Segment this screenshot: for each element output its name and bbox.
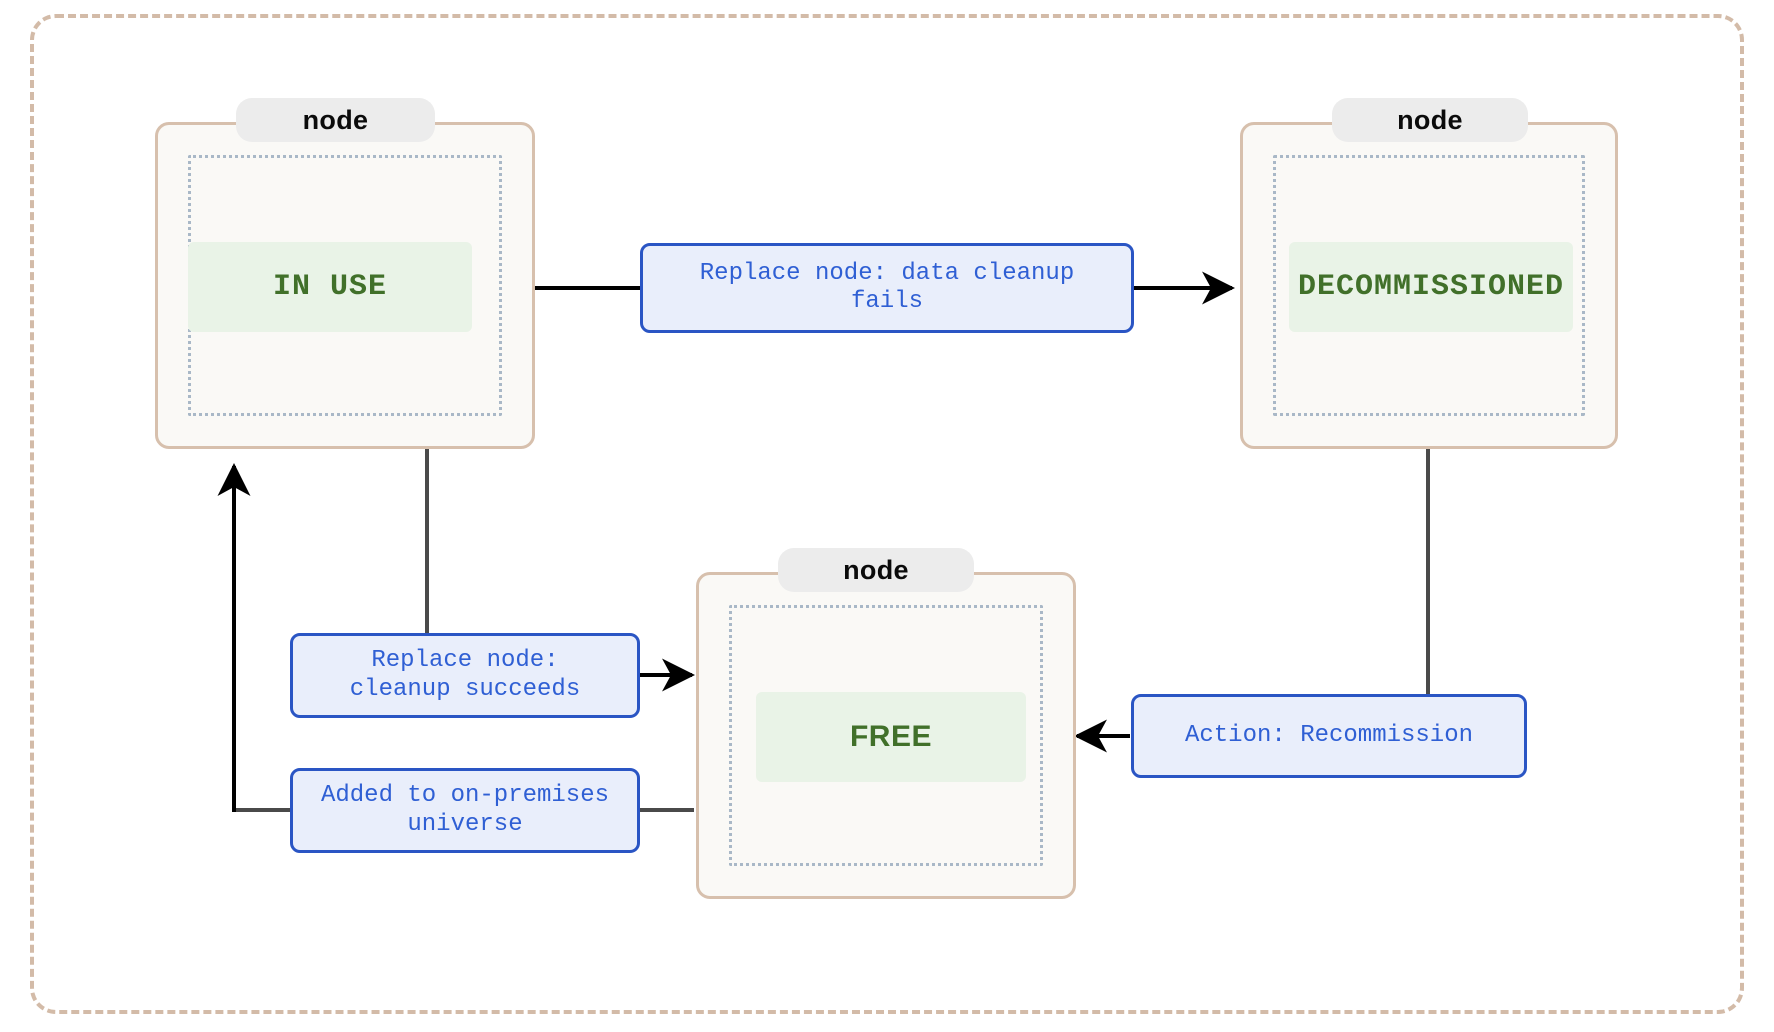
edge-label-action-recommission[interactable]: Action: Recommission xyxy=(1131,694,1527,778)
node-box-decommissioned[interactable]: DECOMMISSIONED xyxy=(1240,122,1618,449)
edge-label-added-to-on-premises-universe[interactable]: Added to on-premises universe xyxy=(290,768,640,853)
node-pill-decommissioned: node xyxy=(1332,98,1528,142)
diagram-outer-frame xyxy=(30,14,1744,1014)
state-chip-in-use[interactable]: IN USE xyxy=(188,242,472,332)
node-inner-border-decommissioned xyxy=(1273,155,1585,416)
state-chip-decommissioned[interactable]: DECOMMISSIONED xyxy=(1289,242,1573,332)
state-chip-free[interactable]: FREE xyxy=(756,692,1026,782)
node-inner-border-free xyxy=(729,605,1043,866)
node-pill-free: node xyxy=(778,548,974,592)
edge-label-replace-node-data-cleanup-fails[interactable]: Replace node: data cleanup fails xyxy=(640,243,1134,333)
edge-label-replace-node-cleanup-succeeds[interactable]: Replace node: cleanup succeeds xyxy=(290,633,640,718)
node-box-in-use[interactable]: IN USE xyxy=(155,122,535,449)
node-pill-in-use: node xyxy=(236,98,435,142)
node-box-free[interactable]: FREE xyxy=(696,572,1076,899)
